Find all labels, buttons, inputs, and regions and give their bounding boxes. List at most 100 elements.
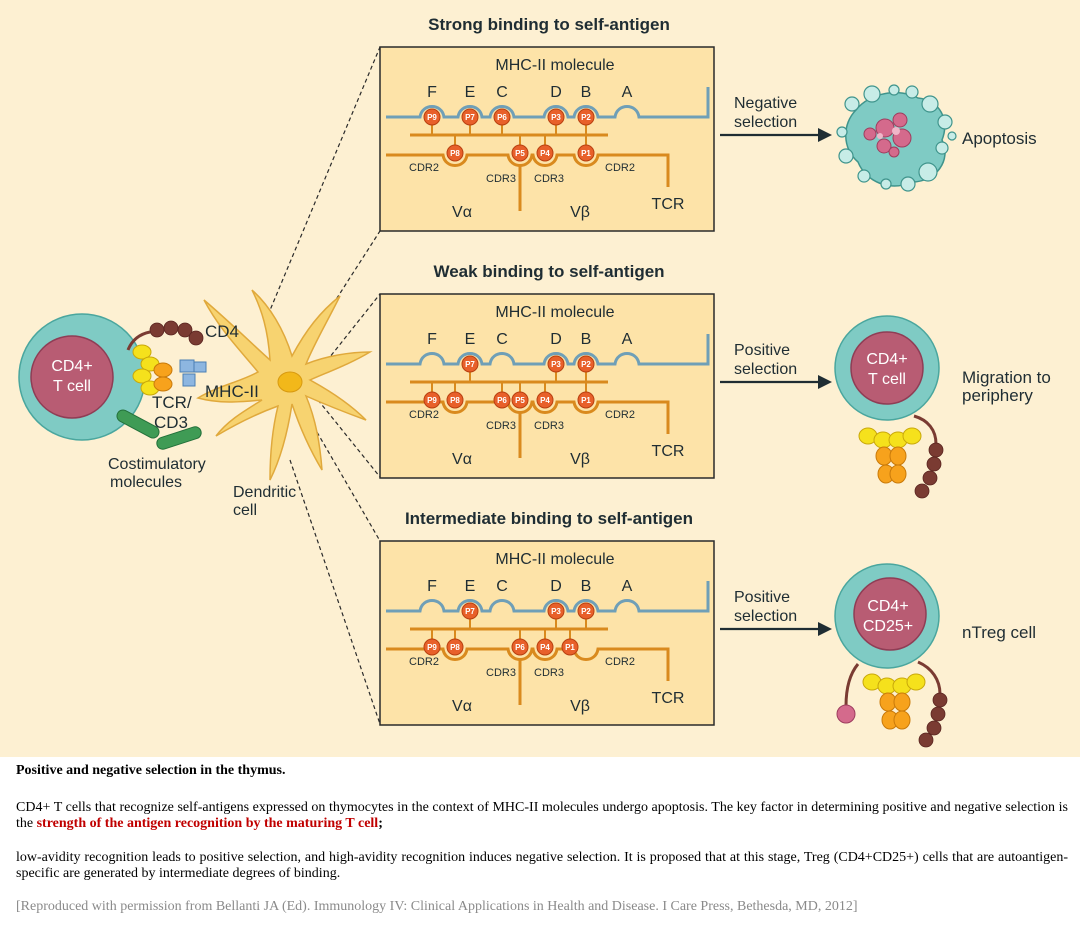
panel-title: Weak binding to self-antigen <box>433 262 664 281</box>
pocket-letter: C <box>496 578 508 595</box>
peptide-residue <box>423 638 441 656</box>
tcell-label-1: CD4+ <box>51 358 92 375</box>
tcr-label: TCR <box>652 690 685 707</box>
pocket-letter: A <box>622 578 633 595</box>
tcr-strand <box>386 153 670 187</box>
peptide-residue-label: P3 <box>551 607 561 616</box>
label-cd4: CD4 <box>205 322 239 341</box>
peptide-residue-label: P1 <box>581 149 591 158</box>
cdr-label: CDR2 <box>605 162 635 174</box>
peptide-residue-label: P3 <box>551 360 561 369</box>
selection-label-2: selection <box>734 114 797 131</box>
caption-source: [Reproduced with permission from Bellant… <box>16 899 858 914</box>
chain-beta: Vβ <box>570 204 590 221</box>
cdr-label: CDR2 <box>605 409 635 421</box>
pocket-letter: A <box>622 84 633 101</box>
peptide-residue-label: P5 <box>515 396 525 405</box>
peptide-residue <box>446 391 464 409</box>
cdr-label: CDR3 <box>534 667 564 679</box>
peptide-residue-label: P8 <box>450 643 460 652</box>
cdr-label: CDR2 <box>409 656 439 668</box>
pocket-letter: E <box>465 84 476 101</box>
selection-label-1: Positive <box>734 342 790 359</box>
peptide-residue-label: P7 <box>465 360 475 369</box>
ntreg-label-2: CD25+ <box>863 618 913 635</box>
peptide-residue-label: P9 <box>427 643 437 652</box>
peptide-residue <box>446 638 464 656</box>
peptide-residue <box>547 108 565 126</box>
figure-diagram: CD4+ T cell CD4 MHC-II TCR/ CD3 C <box>0 0 1080 757</box>
outcome-migration-2: periphery <box>962 386 1033 405</box>
outcome-apoptosis: Apoptosis <box>962 129 1037 148</box>
pocket-letter: F <box>427 331 437 348</box>
peptide-residue-label: P2 <box>581 360 591 369</box>
tcell-label-2: T cell <box>53 378 91 395</box>
tcr-strand <box>386 400 670 434</box>
pocket-letter: B <box>581 84 592 101</box>
dendritic-cell <box>196 289 373 481</box>
selection-label-2: selection <box>734 361 797 378</box>
pocket-letter: D <box>550 84 562 101</box>
chain-alpha: Vα <box>452 698 472 715</box>
ntreg-cell: CD4+ CD25+ <box>834 563 948 748</box>
tcr-strand <box>386 647 670 681</box>
label-dendritic-2: cell <box>233 502 257 519</box>
peptide-residue <box>511 638 529 656</box>
panel-title: Intermediate binding to self-antigen <box>405 509 693 528</box>
chain-beta: Vβ <box>570 451 590 468</box>
caption-paragraph-2: low-avidity recognition leads to positiv… <box>16 850 1068 881</box>
apoptotic-cell <box>836 84 957 192</box>
ntreg-label-1: CD4+ <box>867 598 908 615</box>
cdr-label: CDR3 <box>534 173 564 185</box>
peptide-residue-label: P7 <box>465 607 475 616</box>
panel-box <box>379 46 715 232</box>
chain-alpha: Vα <box>452 204 472 221</box>
label-tcr-1: TCR/ <box>152 393 192 412</box>
pocket-letter: C <box>496 331 508 348</box>
mhc-label: MHC-II molecule <box>495 57 614 74</box>
tcr-label: TCR <box>652 443 685 460</box>
mhc-label: MHC-II molecule <box>495 304 614 321</box>
peptide-residue-label: P4 <box>540 643 550 652</box>
label-costim-1: Costimulatory <box>108 456 206 473</box>
caption-title: Positive and negative selection in the t… <box>16 763 286 778</box>
cdr-label: CDR3 <box>486 667 516 679</box>
cdr-label: CDR3 <box>486 173 516 185</box>
peptide-residue <box>577 355 595 373</box>
cdr-label: CDR2 <box>605 656 635 668</box>
pocket-letter: D <box>550 578 562 595</box>
label-tcr-2: CD3 <box>154 413 188 432</box>
peptide-residue-label: P4 <box>540 396 550 405</box>
cd4-molecule <box>126 320 204 351</box>
tcr-label: TCR <box>652 196 685 213</box>
peptide-residue-label: P7 <box>465 113 475 122</box>
peptide-residue-label: P6 <box>515 643 525 652</box>
peptide-residue-label: P4 <box>540 149 550 158</box>
label-dendritic-1: Dendritic <box>233 484 296 501</box>
peptide-residue-label: P2 <box>581 113 591 122</box>
peptide-residue <box>423 391 441 409</box>
mhc-label: MHC-II molecule <box>495 551 614 568</box>
migrating-tcell-label-1: CD4+ <box>866 351 907 368</box>
pocket-letter: B <box>581 578 592 595</box>
peptide-residue <box>493 391 511 409</box>
peptide-residue <box>461 108 479 126</box>
peptide-residue <box>577 144 595 162</box>
peptide-residue <box>536 638 554 656</box>
caption-highlight: strength of the antigen recognition by t… <box>36 816 379 831</box>
caption-paragraph-1: CD4+ T cells that recognize self-antigen… <box>16 800 1068 832</box>
figure-caption: Positive and negative selection in the t… <box>16 763 1068 915</box>
caption-p1-text: CD4+ T cells that recognize self-antigen… <box>16 800 1068 831</box>
peptide-residue <box>446 144 464 162</box>
peptide-residue-label: P6 <box>497 396 507 405</box>
peptide-residue <box>511 144 529 162</box>
migrating-tcell: CD4+ T cell <box>834 315 944 499</box>
caption-p1-end: ; <box>378 816 383 831</box>
peptide-residue <box>493 108 511 126</box>
peptide-residue <box>561 638 579 656</box>
pocket-letter: F <box>427 84 437 101</box>
label-costim-2: molecules <box>110 474 182 491</box>
peptide-residue-label: P8 <box>450 149 460 158</box>
